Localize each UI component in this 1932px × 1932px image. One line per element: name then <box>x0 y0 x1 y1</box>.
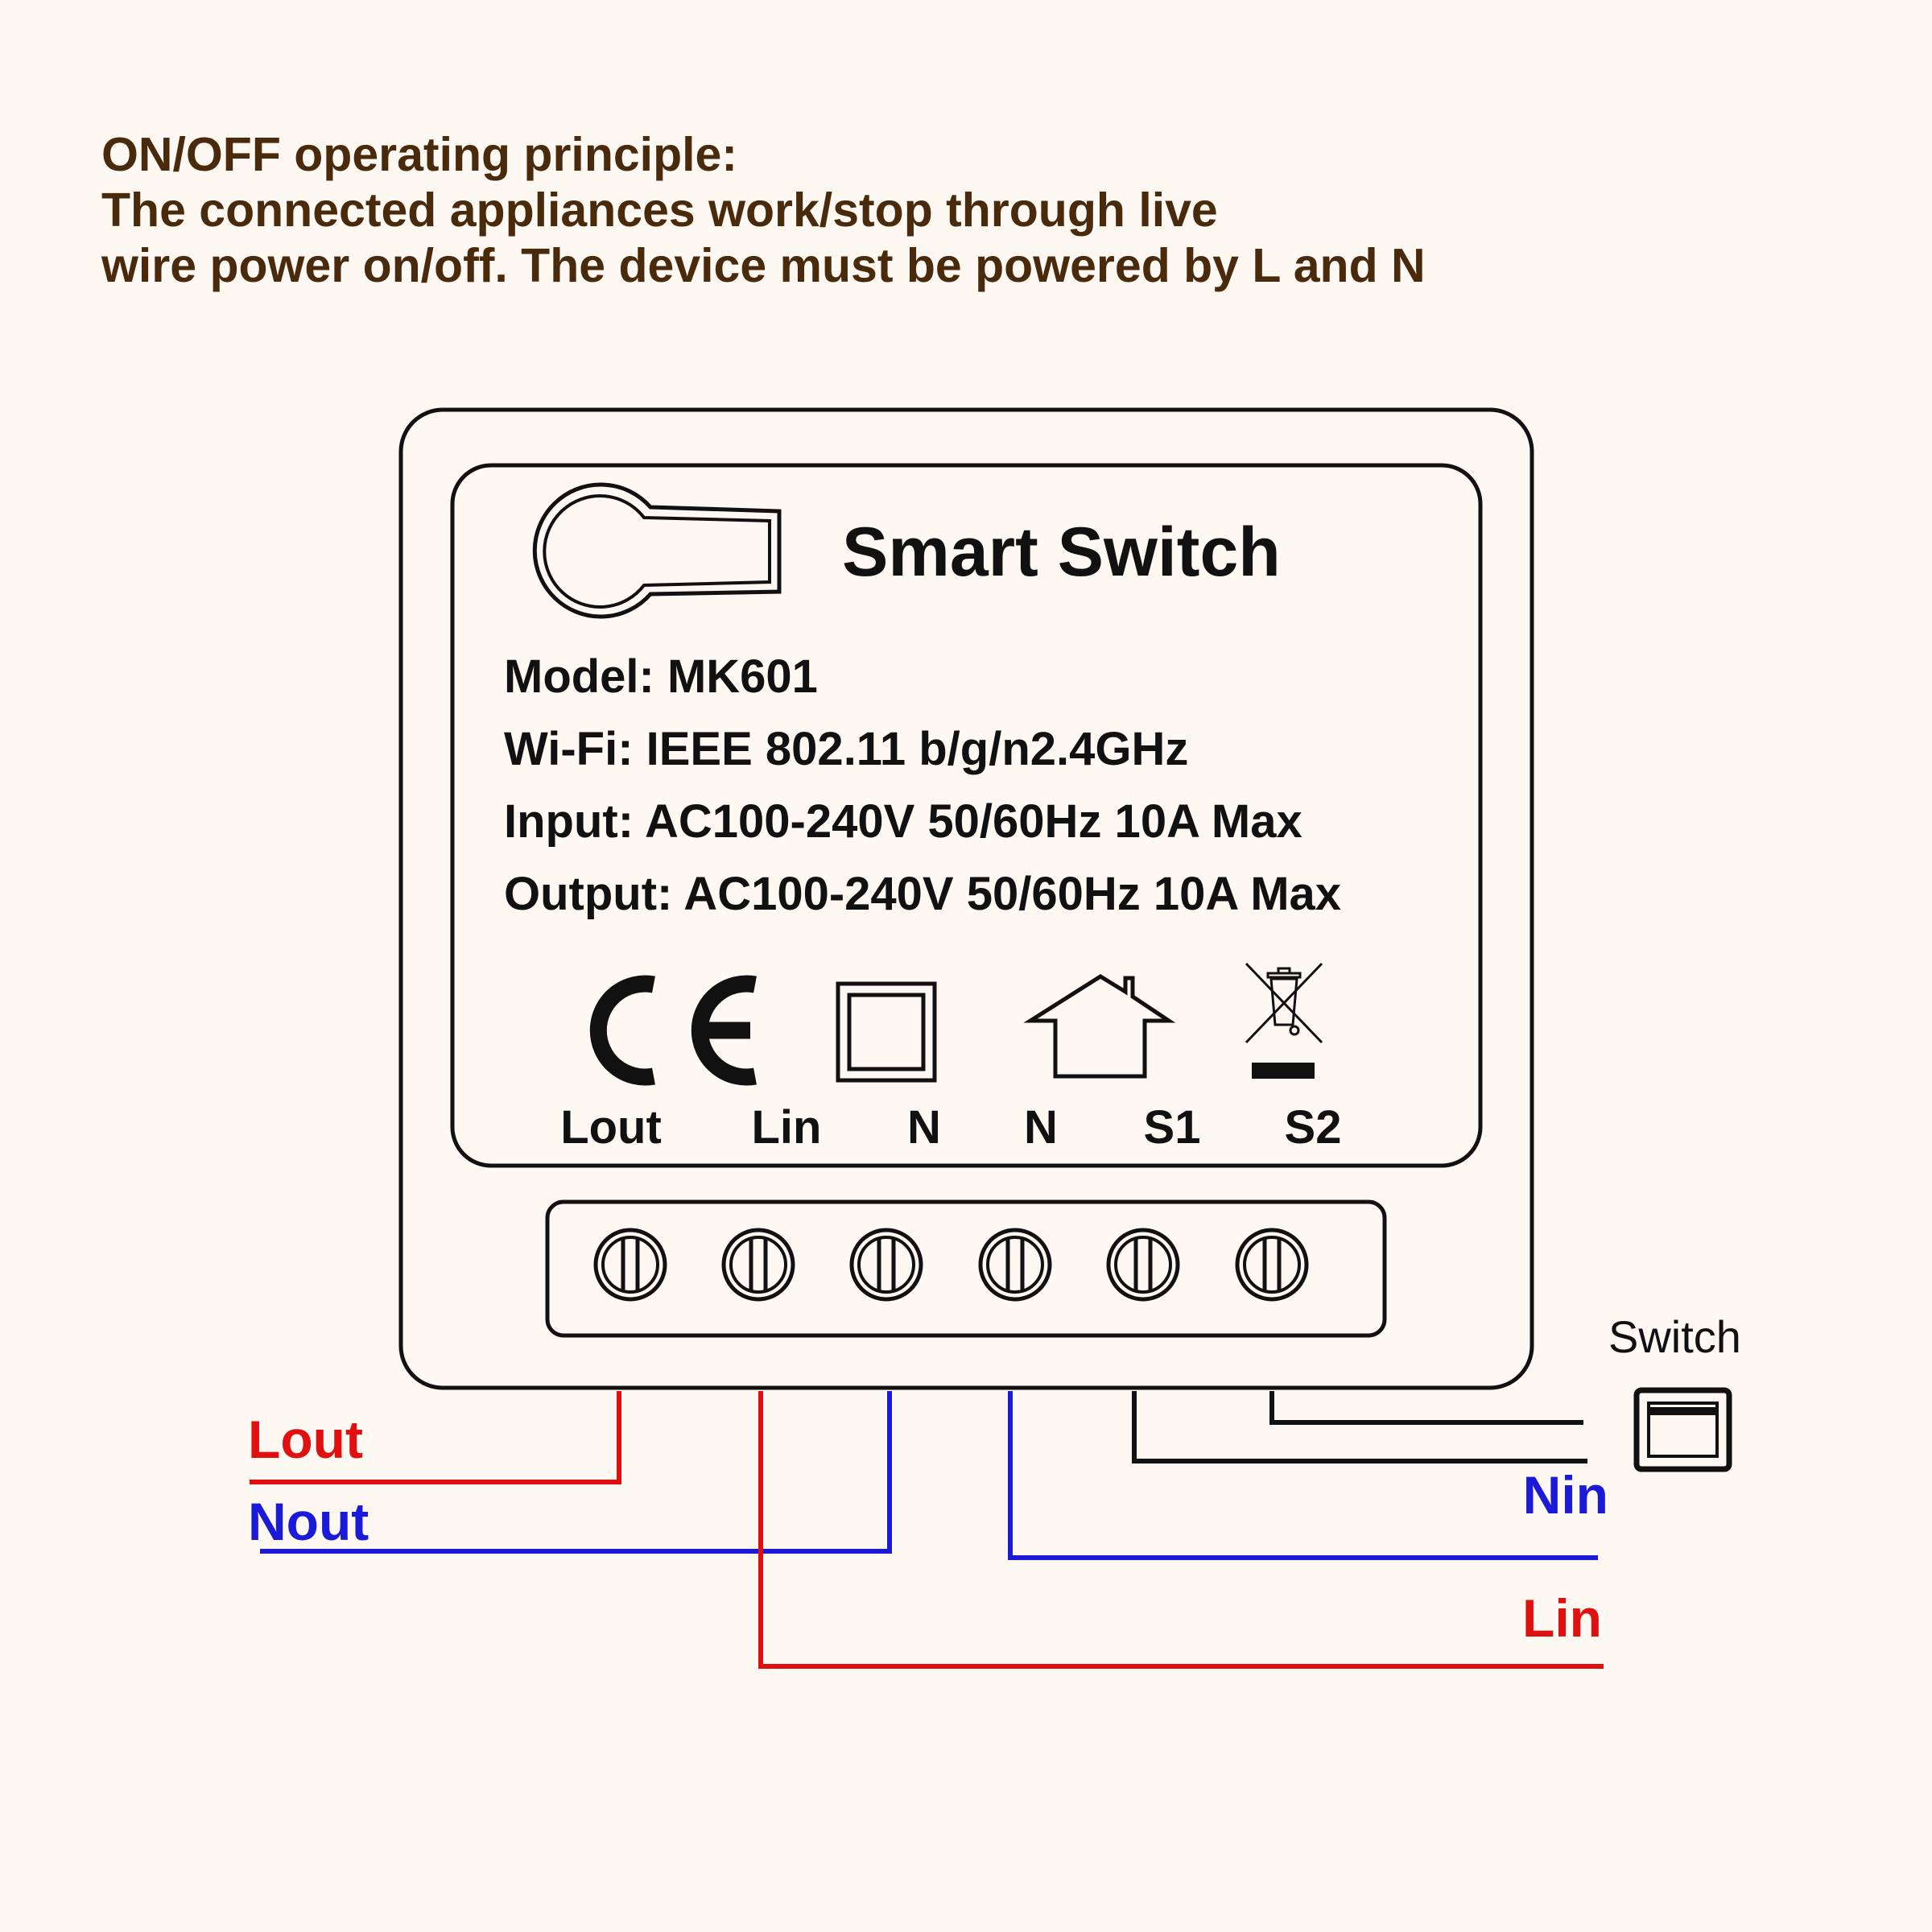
label-plate <box>450 463 1483 1168</box>
terminal-screw-icon <box>849 1228 923 1302</box>
terminal-block <box>545 1199 1387 1338</box>
terminal-label-lout: Lout <box>560 1101 662 1154</box>
terminal-screw-icon <box>593 1228 667 1302</box>
terminal-label-s2: S2 <box>1285 1101 1342 1154</box>
terminal-screw-icon <box>1235 1228 1309 1302</box>
wire-lin <box>758 1391 1604 1669</box>
ce-mark-icon <box>589 975 757 1086</box>
terminal-screw-icon <box>721 1228 795 1302</box>
terminal-screw-icon <box>1106 1228 1180 1302</box>
wire-nout <box>260 1391 892 1554</box>
double-insulation-icon <box>836 981 937 1083</box>
wire-lout <box>250 1391 621 1484</box>
terminal-label-n1: N <box>907 1101 941 1154</box>
brand-logo-icon <box>532 482 782 619</box>
device-title: Smart Switch <box>842 514 1281 591</box>
intro-text: ON/OFF operating principle: The connecte… <box>101 127 1426 294</box>
terminal-screws <box>593 1228 1309 1302</box>
device-housing <box>398 407 1534 1390</box>
spec-input: Input: AC100-240V 50/60Hz 10A Max <box>504 795 1302 848</box>
intro-heading: ON/OFF operating principle: <box>101 128 737 181</box>
wire-label-nin: Nin <box>1523 1465 1608 1525</box>
house-icon <box>1023 974 1176 1079</box>
weee-bin-icon <box>1245 962 1323 1079</box>
intro-line-1: The connected appliances work/stop throu… <box>101 184 1218 237</box>
wire-label-lin: Lin <box>1522 1588 1602 1648</box>
wire-label-nout: Nout <box>248 1492 369 1551</box>
spec-model: Model: MK601 <box>504 650 818 703</box>
wire-s2 <box>1269 1391 1583 1425</box>
intro-line-2: wire power on/off. The device must be po… <box>101 239 1426 292</box>
wire-s1 <box>1132 1391 1587 1463</box>
terminal-label-s1: S1 <box>1144 1101 1201 1154</box>
terminal-label-n2: N <box>1024 1101 1058 1154</box>
switch-label: Switch <box>1608 1311 1741 1362</box>
wire-label-lout: Lout <box>248 1410 363 1469</box>
wire-nin <box>1008 1391 1598 1560</box>
spec-output: Output: AC100-240V 50/60Hz 10A Max <box>504 868 1341 920</box>
spec-wifi: Wi-Fi: IEEE 802.11 b/g/n2.4GHz <box>504 723 1188 775</box>
wall-switch-icon <box>1633 1387 1732 1472</box>
terminal-label-lin: Lin <box>752 1101 822 1154</box>
terminal-screw-icon <box>978 1228 1052 1302</box>
